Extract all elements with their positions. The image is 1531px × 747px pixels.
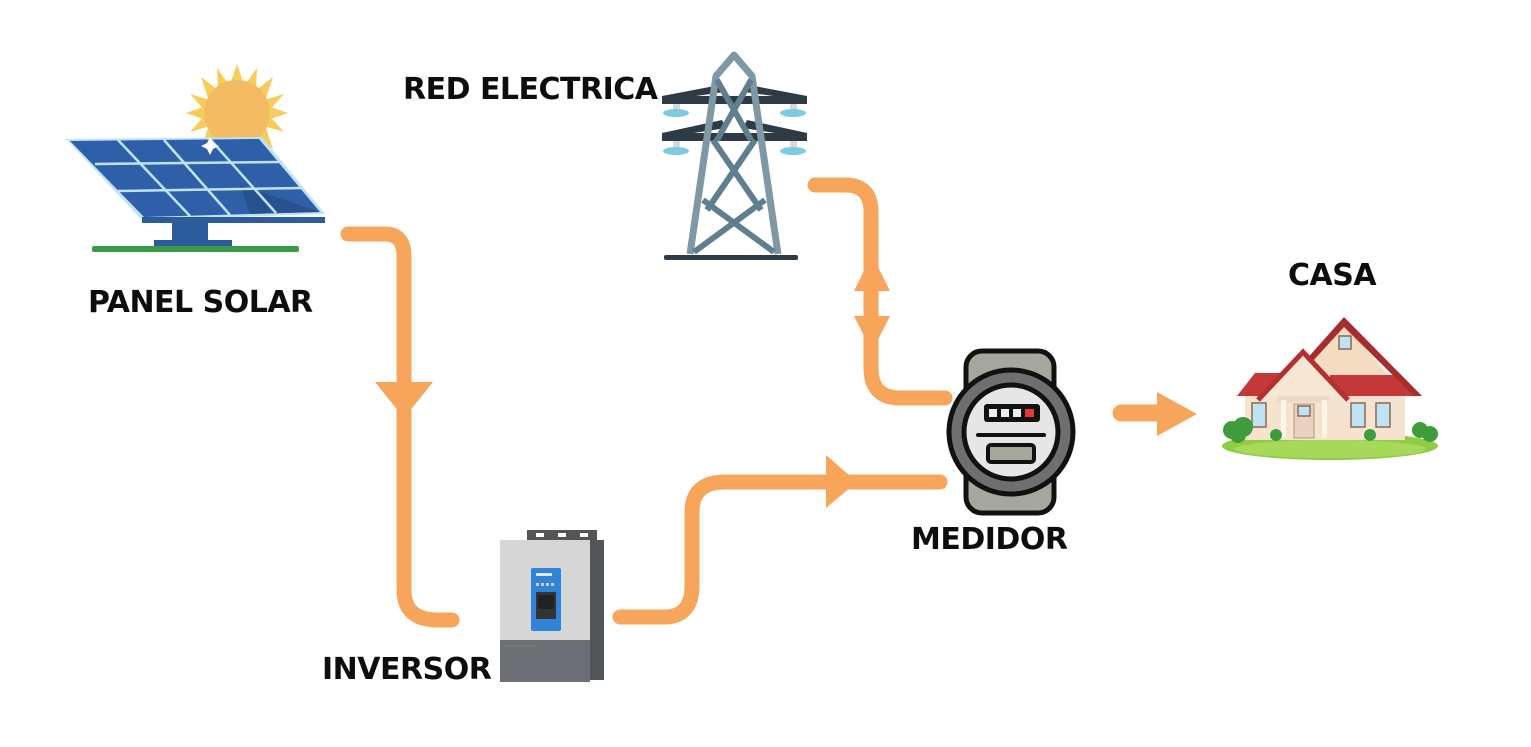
label-casa: CASA xyxy=(1288,258,1377,293)
label-medidor: MEDIDOR xyxy=(911,522,1068,557)
label-red-electrica: RED ELECTRICA xyxy=(403,72,658,107)
solar-panel-icon xyxy=(66,64,325,252)
arrow-right-icon xyxy=(826,455,857,508)
label-panel-solar: PANEL SOLAR xyxy=(88,285,313,320)
arrow-down-icon xyxy=(375,382,433,418)
inverter-device-text: INVERTER CHARGER xyxy=(505,644,536,648)
flow-panel-to-inverter xyxy=(340,226,460,628)
flow-grid-meter xyxy=(807,177,953,406)
inverter-icon xyxy=(500,530,604,682)
label-inversor: INVERSOR xyxy=(322,652,492,687)
house-icon xyxy=(1222,317,1438,460)
flow-meter-to-house xyxy=(1112,392,1197,436)
arrow-up-icon xyxy=(854,255,890,291)
arrow-down-icon xyxy=(854,316,890,352)
electric-meter-icon xyxy=(946,348,1076,516)
power-tower-icon xyxy=(662,51,807,260)
flow-inverter-to-meter xyxy=(612,474,948,625)
